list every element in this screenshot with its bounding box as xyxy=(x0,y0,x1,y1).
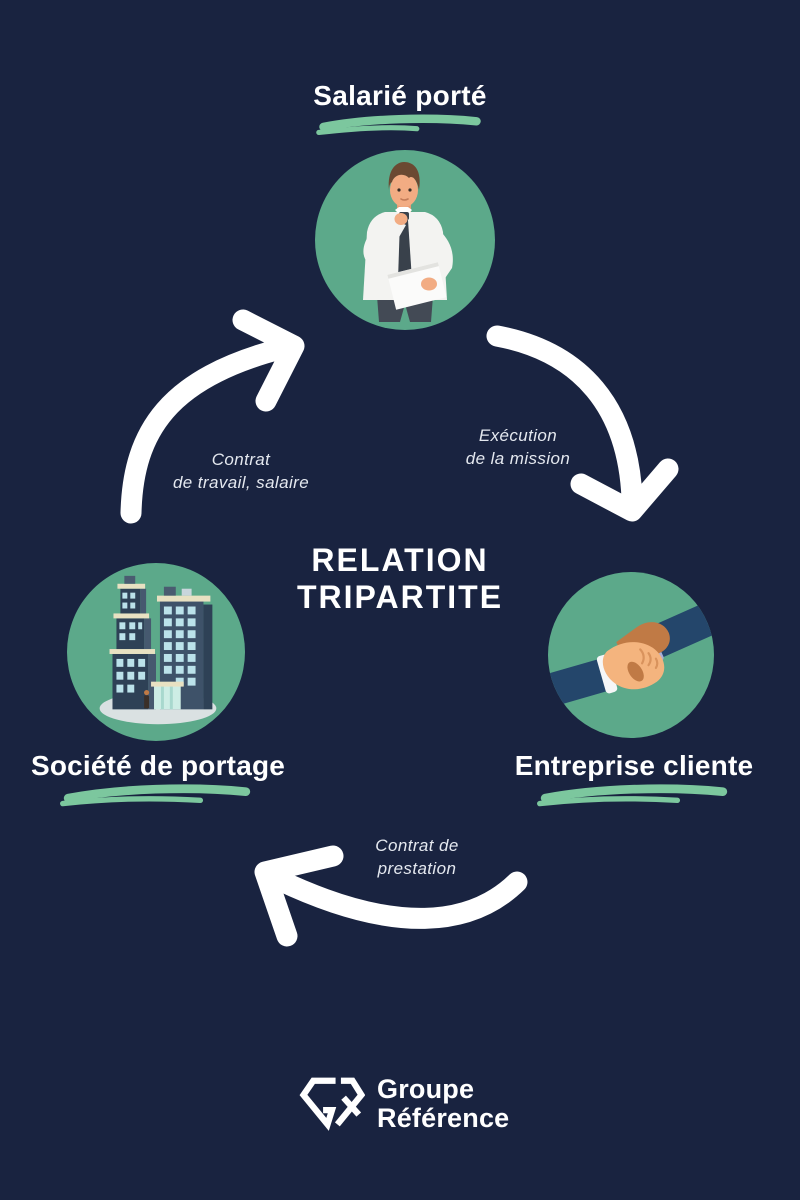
underline-swoosh-right xyxy=(537,784,728,807)
arrow-label-contrat-travail: Contrat de travail, salaire xyxy=(172,450,310,492)
arrow-contrat-prestation xyxy=(254,845,528,947)
node-label-entreprise-cliente: Entreprise cliente xyxy=(514,750,754,781)
footer-brand-text: Groupe Référence xyxy=(377,1074,510,1133)
handshake-icon xyxy=(548,572,714,738)
node-label-societe-de-portage: Société de portage xyxy=(30,750,286,781)
node-label-salarie-porte: Salarié porté xyxy=(313,80,487,111)
arrow-label-contrat-prestation: Contrat de prestation xyxy=(375,836,459,878)
businessman-icon xyxy=(315,150,495,330)
arrow-label-execution-mission: Exécution de la mission xyxy=(465,426,571,468)
center-title: RELATION TRIPARTITE xyxy=(296,542,504,615)
underline-swoosh-top xyxy=(316,114,481,136)
office-buildings-icon xyxy=(67,563,245,741)
arrow-execution-mission xyxy=(486,325,679,522)
gr-monogram-icon xyxy=(299,1077,365,1131)
footer-brand: Groupe Référence xyxy=(299,1072,509,1134)
arrow-contrat-travail xyxy=(120,309,305,524)
underline-swoosh-left xyxy=(60,784,251,807)
